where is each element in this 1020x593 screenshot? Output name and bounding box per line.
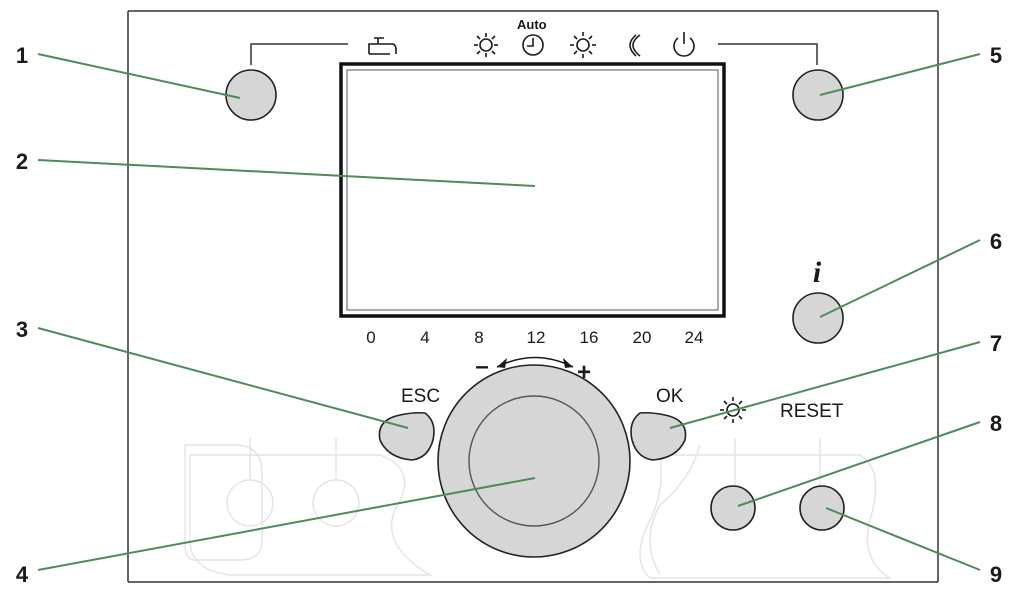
- auto-label: Auto: [517, 17, 547, 32]
- dial-minus-label: –: [475, 353, 488, 380]
- power-icon: [673, 32, 695, 57]
- sun-icon: [570, 32, 596, 58]
- hot-water-button[interactable]: [225, 69, 277, 121]
- reset-button[interactable]: [799, 485, 845, 531]
- display-screen-inner: [346, 69, 719, 311]
- callout-number: 3: [16, 317, 28, 342]
- rotary-dial[interactable]: [437, 364, 631, 558]
- time-tick: 24: [685, 328, 704, 347]
- clock-auto-icon: [522, 34, 544, 56]
- time-tick: 20: [633, 328, 652, 347]
- time-tick: 0: [366, 328, 375, 347]
- arrow-right-icon: [563, 358, 573, 368]
- leader-lines: [37, 53, 981, 571]
- rotary-dial-inner: [468, 395, 600, 527]
- snowflake-sun-icon: [474, 33, 498, 57]
- callout-number: 4: [16, 562, 29, 587]
- background-decoration: [184, 438, 893, 579]
- info-label: i: [813, 256, 822, 289]
- time-tick: 4: [420, 328, 429, 347]
- bracket-left: [250, 43, 348, 65]
- bracket-right: [718, 43, 818, 65]
- callout-number: 1: [16, 43, 28, 68]
- callout-number: 5: [990, 43, 1002, 68]
- chimney-sweep-button[interactable]: [710, 485, 756, 531]
- tap-icon: [368, 37, 397, 55]
- time-tick: 16: [580, 328, 599, 347]
- mode-button[interactable]: [792, 69, 844, 121]
- moon-icon: [629, 34, 641, 57]
- callout-number: 8: [990, 411, 1002, 436]
- esc-button[interactable]: [378, 411, 435, 461]
- ok-label: OK: [656, 386, 684, 407]
- callout-number: 6: [990, 229, 1002, 254]
- time-scale: 0 4 8 12 16 20 24: [366, 328, 703, 347]
- reset-label: RESET: [780, 401, 844, 422]
- callout-number: 9: [990, 562, 1002, 587]
- arrow-left-icon: [497, 358, 507, 368]
- esc-label: ESC: [401, 386, 440, 407]
- ok-button[interactable]: [630, 411, 687, 461]
- snowflake-sun-icon: [720, 397, 746, 423]
- info-button[interactable]: [792, 292, 844, 344]
- callout-number: 7: [990, 331, 1002, 356]
- callout-number: 2: [16, 149, 28, 174]
- time-tick: 12: [527, 328, 546, 347]
- time-tick: 8: [474, 328, 483, 347]
- display-screen: [339, 62, 726, 318]
